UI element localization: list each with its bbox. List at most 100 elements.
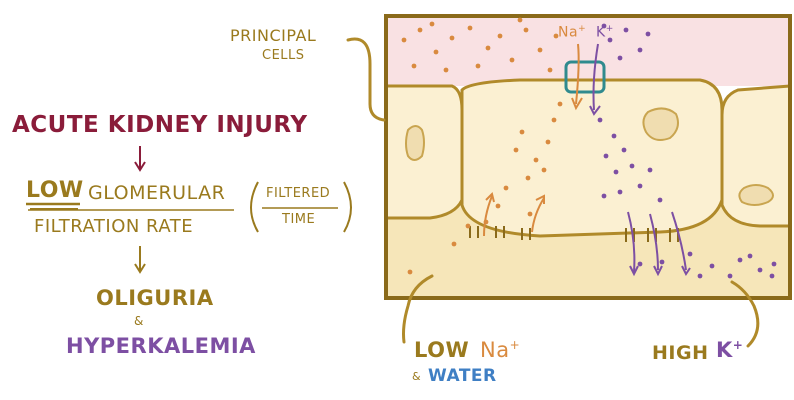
k-secretion-arrows <box>627 211 691 277</box>
potassium-dot <box>603 153 609 159</box>
potassium-dot <box>597 117 603 123</box>
k-arrow <box>592 43 599 111</box>
water-ampersand: & <box>412 370 422 383</box>
glomerular-label: GLOMERULAR <box>88 182 226 204</box>
potassium-dot <box>621 147 627 153</box>
sodium-dot <box>483 219 489 225</box>
potassium-dot <box>657 197 663 203</box>
potassium-dot <box>613 169 619 175</box>
sodium-dot <box>401 37 407 43</box>
sodium-dot <box>465 223 471 229</box>
k-ion-label: K+ <box>596 24 614 41</box>
potassium-dot <box>687 251 693 257</box>
sodium-dot <box>557 101 563 107</box>
potassium-dot <box>637 261 643 267</box>
low-na-label: LOW <box>414 338 470 362</box>
potassium-dot <box>647 167 653 173</box>
oliguria-label: OLIGURIA <box>96 286 214 310</box>
sodium-dot <box>519 129 525 135</box>
high-k-callout <box>730 280 760 348</box>
potassium-dot <box>747 253 753 259</box>
tubule-lumen <box>386 16 790 86</box>
sodium-dot <box>475 63 481 69</box>
potassium-dot <box>659 259 665 265</box>
potassium-dot <box>637 47 643 53</box>
sodium-dot <box>429 21 435 27</box>
potassium-dot <box>709 263 715 269</box>
sodium-dot <box>525 175 531 181</box>
sodium-dot <box>443 67 449 73</box>
channel-icon <box>564 60 606 94</box>
filtration-rate-label: FILTRATION RATE <box>34 216 194 237</box>
sodium-dot <box>485 45 491 51</box>
potassium-dot <box>645 31 651 37</box>
potassium-dot <box>601 193 607 199</box>
sodium-dot <box>433 49 439 55</box>
paren-left <box>250 181 259 233</box>
paren-right <box>343 181 352 233</box>
sodium-dot <box>451 241 457 247</box>
principal-cell-center <box>460 78 724 238</box>
sodium-dot <box>497 33 503 39</box>
filtered-label: FILTERED <box>266 186 331 201</box>
potassium-dot <box>611 133 617 139</box>
sodium-dot <box>407 269 413 275</box>
sodium-dot <box>533 157 539 163</box>
sodium-dot <box>551 117 557 123</box>
sodium-dot <box>449 35 455 41</box>
low-label: LOW <box>26 178 84 203</box>
sodium-dot <box>503 185 509 191</box>
potassium-dot <box>607 37 613 43</box>
sodium-dot <box>417 27 423 33</box>
potassium-dot <box>771 261 777 267</box>
arrow-down-icon <box>134 246 146 274</box>
nucleus-icon <box>642 107 679 141</box>
principal-label: PRINCIPAL <box>230 26 317 45</box>
low-na-callout <box>402 274 434 344</box>
na-arrow <box>575 43 580 105</box>
potassium-dot <box>637 183 643 189</box>
principal-cell-right <box>720 84 792 228</box>
potassium-dot <box>769 273 775 279</box>
na-label: Na+ <box>480 338 521 362</box>
potassium-dot <box>629 163 635 169</box>
sodium-dot <box>467 25 473 31</box>
sodium-dot <box>509 57 515 63</box>
acute-kidney-injury-title: ACUTE KIDNEY INJURY <box>12 112 308 138</box>
na-reabsorb-arrows <box>483 192 545 237</box>
potassium-dot <box>697 273 703 279</box>
potassium-dot <box>757 267 763 273</box>
potassium-dot <box>623 27 629 33</box>
sodium-dot <box>527 211 533 217</box>
arrow-down-icon <box>134 146 146 172</box>
sodium-dot <box>411 63 417 69</box>
sodium-dot <box>513 147 519 153</box>
sodium-dot <box>537 47 543 53</box>
sodium-dot <box>541 167 547 173</box>
water-label: WATER <box>428 366 497 386</box>
principal-cells-callout <box>346 37 386 122</box>
potassium-dot <box>601 23 607 29</box>
potassium-dot <box>737 257 743 263</box>
cells-label: CELLS <box>262 48 305 63</box>
potassium-dot <box>617 55 623 61</box>
high-label: HIGH <box>652 342 709 364</box>
sodium-dot <box>517 17 523 23</box>
sodium-dot <box>523 27 529 33</box>
time-label: TIME <box>282 212 316 227</box>
ampersand: & <box>134 314 144 328</box>
diagram-frame <box>384 14 792 300</box>
sodium-dot <box>495 203 501 209</box>
high-k-label: K+ <box>716 338 744 362</box>
sodium-dot <box>547 67 553 73</box>
nucleus-icon <box>405 125 425 161</box>
potassium-dot <box>727 273 733 279</box>
ion-dots <box>401 17 777 279</box>
junction-left <box>469 226 531 240</box>
na-ion-label: Na+ <box>558 24 587 41</box>
hyperkalemia-label: HYPERKALEMIA <box>66 334 256 358</box>
nucleus-icon <box>738 184 774 206</box>
potassium-dot <box>617 189 623 195</box>
sodium-dot <box>545 139 551 145</box>
